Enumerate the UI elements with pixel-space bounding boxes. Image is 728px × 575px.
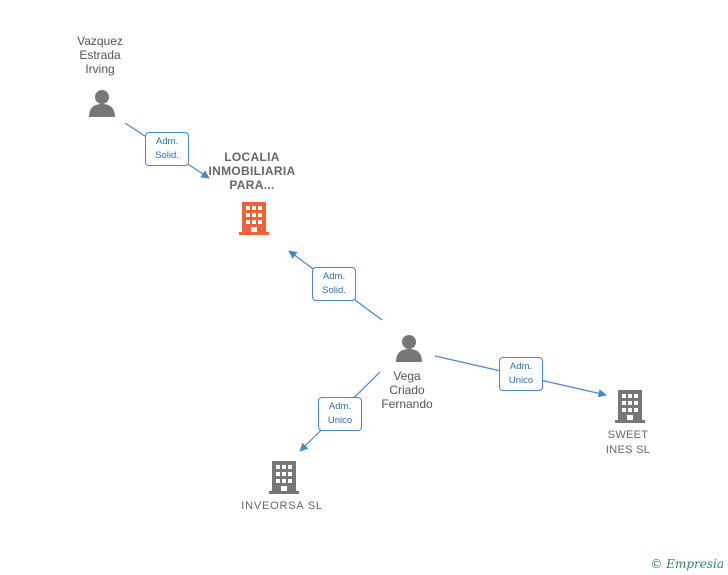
edge-label-line2: Unico <box>327 415 353 426</box>
building-icon[interactable] <box>239 202 269 235</box>
company-label-inveorsa[interactable]: INVEORSA SL <box>241 500 323 512</box>
edge-label-line1: Adm. <box>328 401 352 412</box>
edge-label-vega-localia: Adm. Solid. <box>312 267 356 301</box>
edge-label-line1: Adm. <box>509 361 533 372</box>
person-label-vazquez[interactable]: Vazquez Estrada Irving <box>77 34 123 76</box>
person-icon[interactable] <box>89 90 115 117</box>
edge-label-line2: Unico <box>508 375 534 386</box>
company-label-sweet[interactable]: SWEET INES SL <box>605 429 651 456</box>
edge-label-vega-sweet: Adm. Unico <box>499 357 543 391</box>
building-icon[interactable] <box>615 390 645 423</box>
edge-label-line1: Adm. <box>322 271 346 282</box>
person-label-vega[interactable]: Vega Criado Fernando <box>381 369 433 411</box>
edge-label-line1: Adm. <box>155 136 179 147</box>
edge-label-vazquez-localia: Adm. Solid. <box>145 132 189 166</box>
edge-label-vega-inveorsa: Adm. Unico <box>318 397 362 431</box>
edge-label-line2: Solid. <box>322 285 346 296</box>
building-icon[interactable] <box>269 461 299 494</box>
copyright-symbol: © <box>650 557 663 571</box>
edge-label-line2: Solid. <box>155 150 179 161</box>
person-icon[interactable] <box>396 335 422 362</box>
brand-name: Empresia <box>666 557 724 571</box>
brand-watermark: © Empresia <box>650 557 724 571</box>
company-label-localia[interactable]: LOCALIA INMOBILIARIA PARA... <box>208 150 296 192</box>
